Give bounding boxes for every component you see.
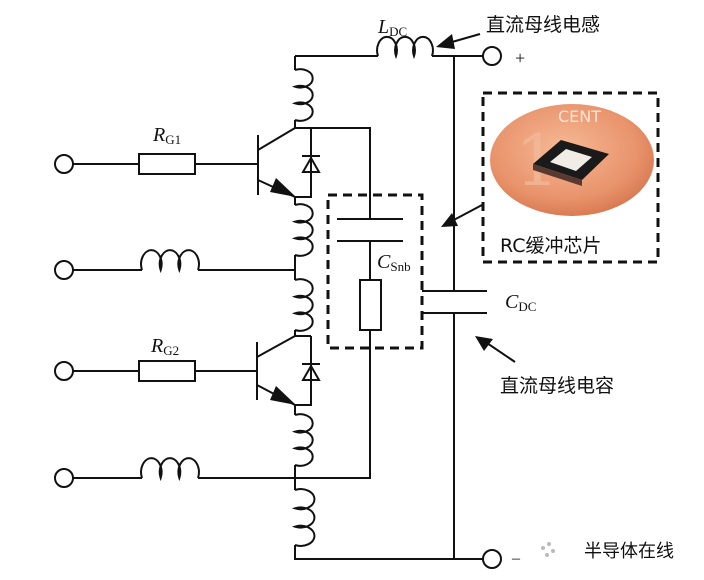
rg1-label: RG1	[152, 124, 181, 147]
igbt-2	[256, 335, 321, 406]
snubber-resistor	[359, 279, 382, 331]
gate1-terminal	[54, 154, 74, 174]
source2-terminal	[54, 468, 74, 488]
watermark: 半导体在线	[584, 541, 674, 562]
inductor-emitter-2	[291, 413, 314, 467]
ldc-label: LDC	[377, 16, 407, 39]
plus-label: +	[515, 48, 525, 68]
wires	[73, 55, 487, 560]
inductor-top	[291, 68, 314, 122]
dc-minus-terminal	[482, 549, 502, 569]
dc-plus-terminal	[482, 46, 502, 66]
diode-1	[301, 155, 321, 173]
arrows	[436, 33, 516, 363]
inductor-bottom	[291, 488, 316, 547]
inductance-annotation: 直流母线电感	[486, 14, 600, 36]
csnb-label: CSnb	[377, 251, 411, 274]
inductor-mid	[291, 278, 314, 332]
chip-label: RC缓冲芯片	[500, 235, 602, 257]
wechat-icon	[541, 542, 555, 557]
terminals	[54, 46, 502, 569]
cdc-label: CDC	[505, 291, 536, 314]
snubber-box	[326, 193, 424, 350]
inductor-ldc	[376, 35, 434, 60]
capacitor-annotation: 直流母线电容	[500, 375, 614, 397]
svg-text:CENT: CENT	[558, 107, 601, 126]
gate-resistor-2	[138, 360, 196, 382]
chip-photo-box	[481, 91, 660, 264]
inductor-source-1	[140, 249, 200, 274]
minus-label: –	[511, 550, 521, 567]
snubber-capacitor	[337, 218, 403, 242]
rg2-label: RG2	[150, 335, 179, 358]
inductor-emitter-1	[291, 203, 314, 257]
coin-chip-photo: 1 CENT	[490, 104, 654, 216]
inductor-source-2	[140, 457, 200, 482]
gate-resistor-1	[138, 153, 196, 175]
igbt-1	[257, 127, 321, 198]
inductors	[140, 35, 434, 547]
gate2-terminal	[54, 361, 74, 381]
diode-2	[301, 363, 321, 381]
source1-terminal	[54, 260, 74, 280]
